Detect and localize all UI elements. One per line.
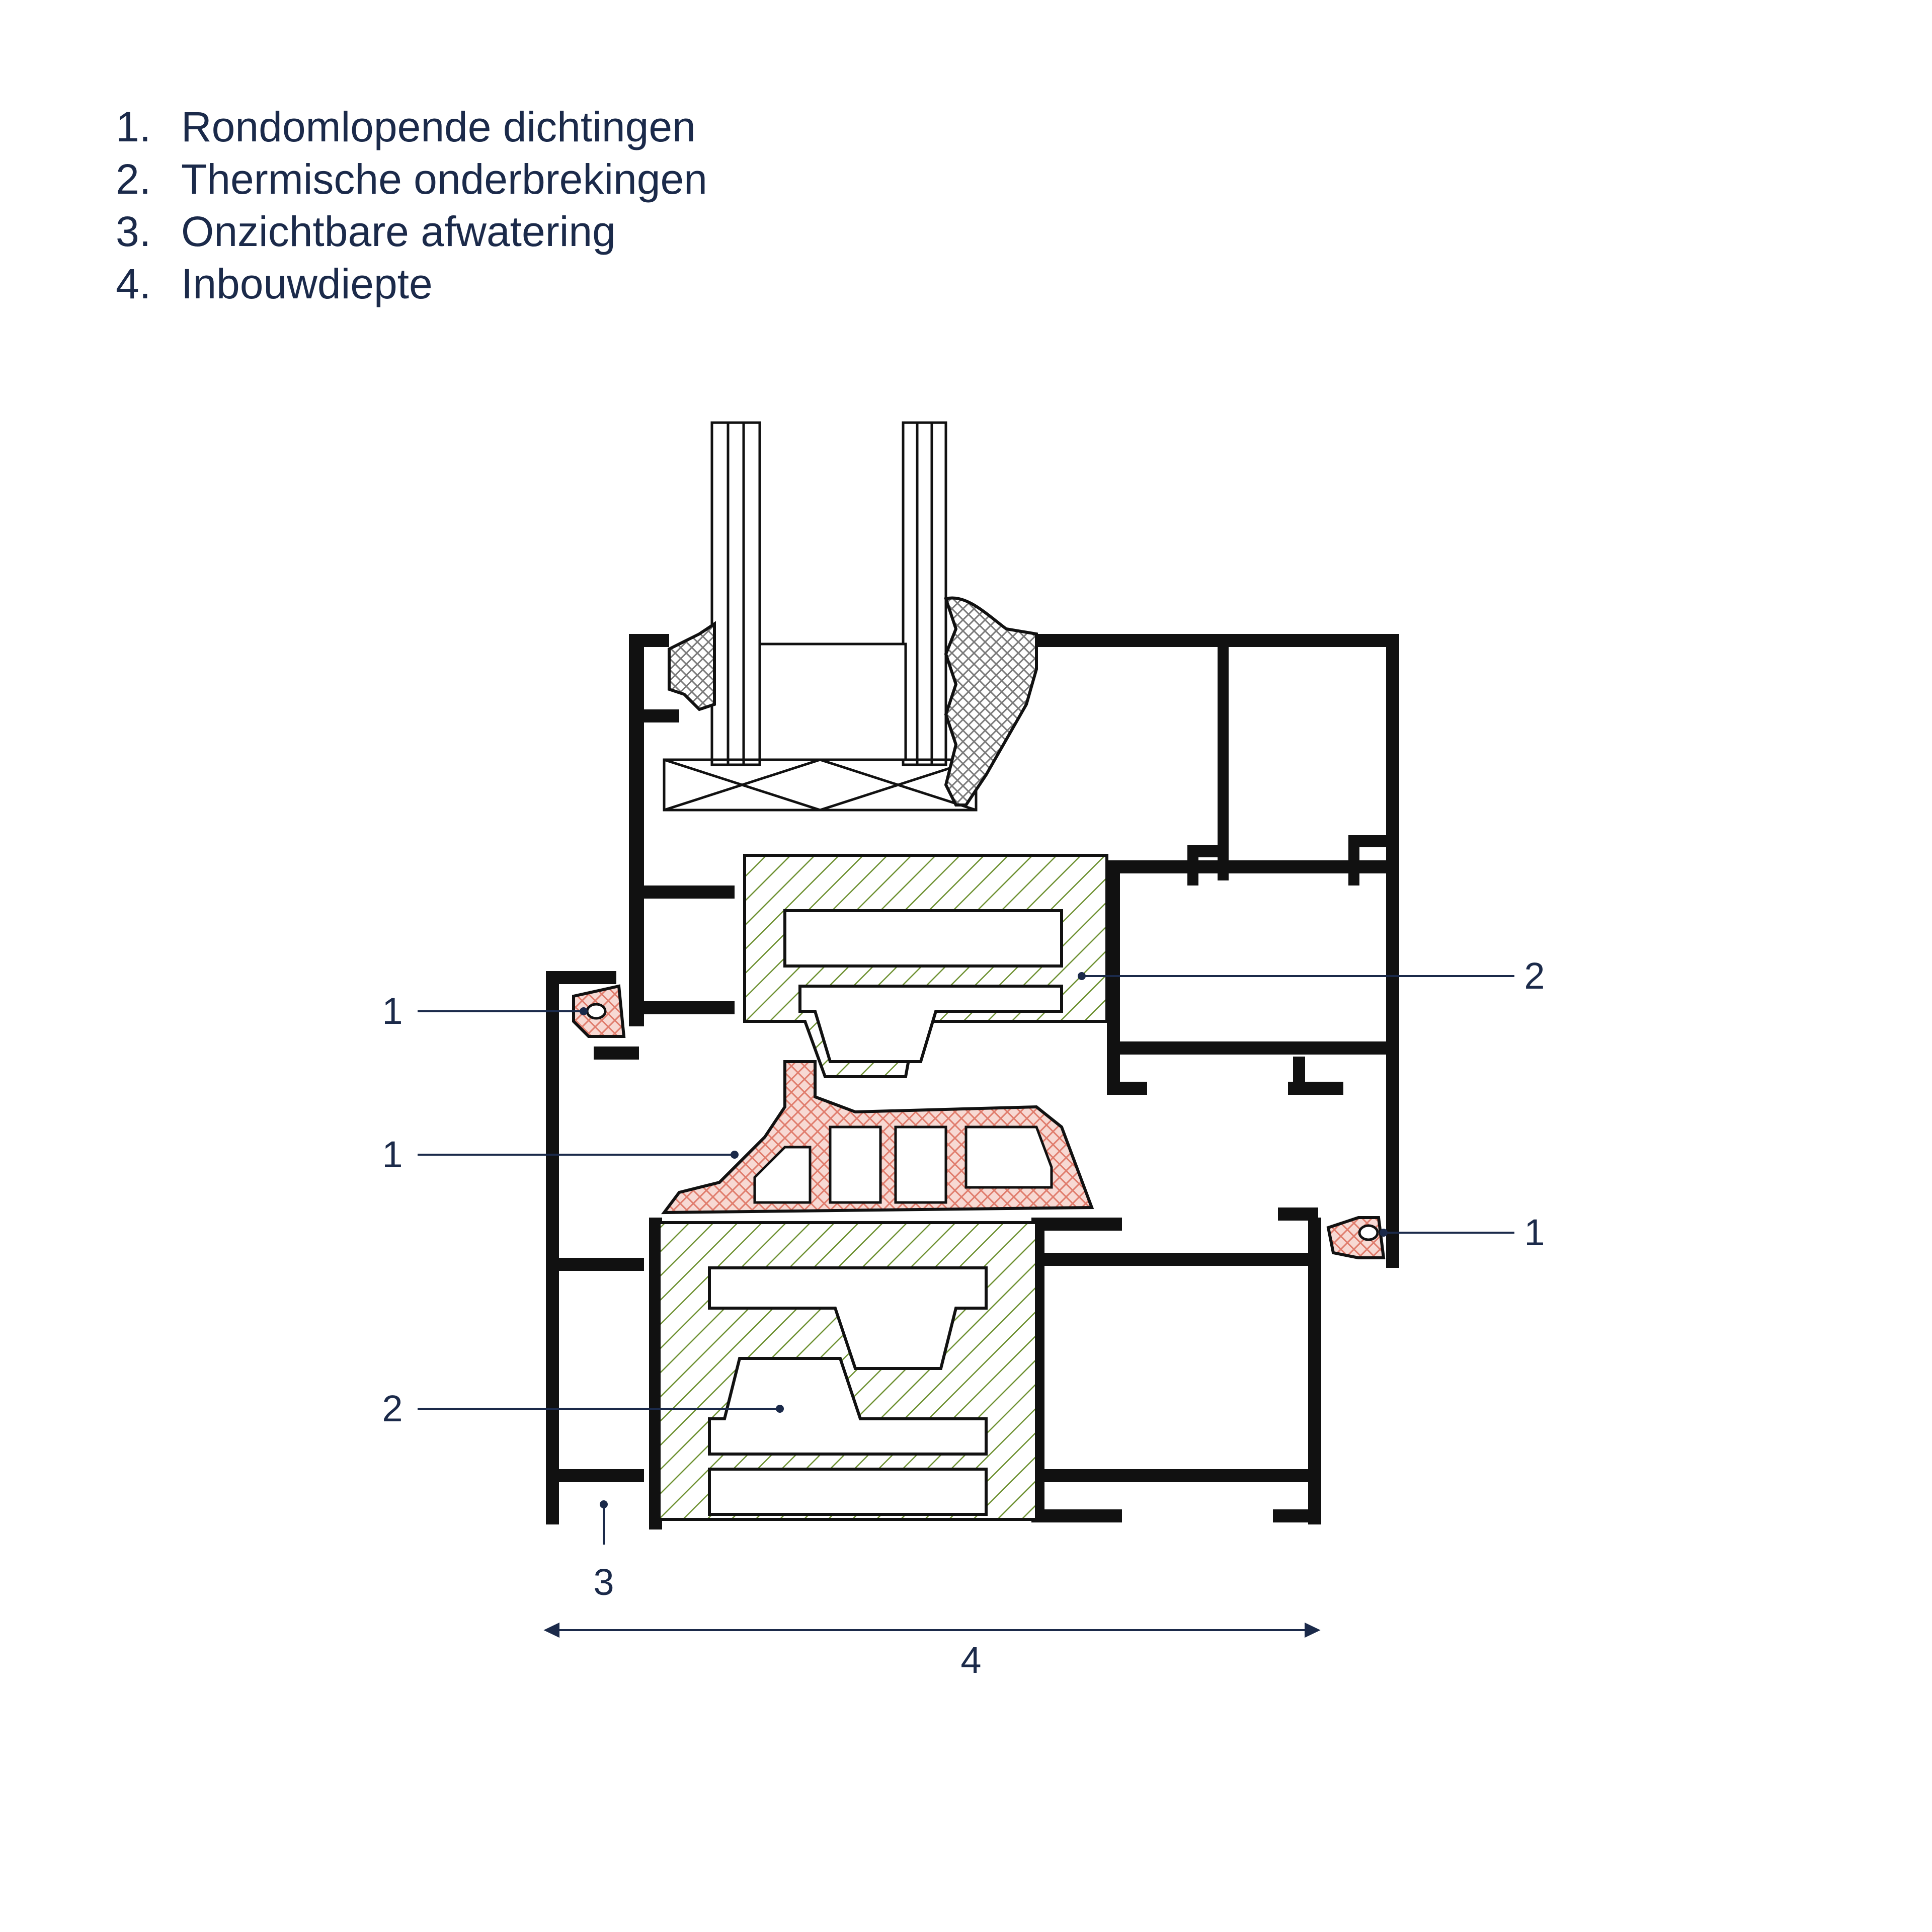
legend-number: 1. xyxy=(116,103,151,150)
callout-seal-center: 1 xyxy=(382,1134,403,1175)
glazing-gasket xyxy=(944,596,1038,807)
legend-number: 4. xyxy=(116,260,151,307)
callout-depth: 4 xyxy=(960,1639,981,1681)
aluminium-profiles xyxy=(546,634,1399,1530)
callout-thermal-upper: 2 xyxy=(1524,955,1545,997)
glass-panes xyxy=(710,421,947,766)
legend-item-1: 1. Rondomlopende dichtingen xyxy=(116,101,707,153)
legend-label: Inbouwdiepte xyxy=(181,260,433,307)
legend-item-4: 4. Inbouwdiepte xyxy=(116,258,707,310)
glazing-block xyxy=(663,758,978,812)
seal-right xyxy=(1326,1216,1386,1259)
thermal-break-lower xyxy=(658,1221,1038,1521)
legend: 1. Rondomlopende dichtingen 2. Thermisch… xyxy=(116,101,707,310)
legend-item-2: 2. Thermische onderbrekingen xyxy=(116,153,707,205)
legend-item-3: 3. Onzichtbare afwatering xyxy=(116,205,707,258)
thermal-break-upper xyxy=(743,854,1108,1078)
callout-seal-right: 1 xyxy=(1524,1212,1545,1253)
callout-seal-upper-left: 1 xyxy=(382,990,403,1032)
legend-label: Thermische onderbrekingen xyxy=(181,155,707,203)
central-seal xyxy=(661,1060,1094,1215)
callout-lines xyxy=(418,972,1514,1638)
seal-upper-left xyxy=(572,984,626,1038)
callout-thermal-lower: 2 xyxy=(382,1388,403,1429)
legend-number: 2. xyxy=(116,155,151,203)
legend-label: Rondomlopende dichtingen xyxy=(181,103,696,150)
callout-drainage: 3 xyxy=(593,1561,614,1603)
glazing-gasket-left xyxy=(668,621,716,711)
legend-number: 3. xyxy=(116,208,151,255)
legend-label: Onzichtbare afwatering xyxy=(181,208,616,255)
